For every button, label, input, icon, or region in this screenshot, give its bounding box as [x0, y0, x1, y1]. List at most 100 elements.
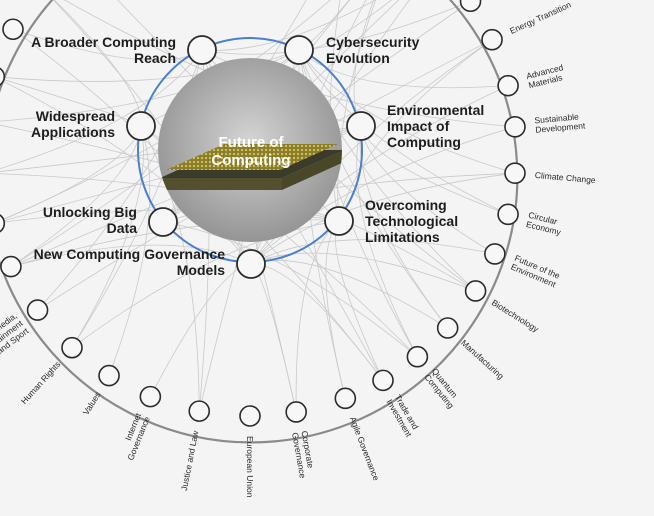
- outer-topic-node[interactable]: [285, 401, 307, 423]
- outer-topic-node[interactable]: [504, 162, 526, 184]
- inner-topic-label: Evolution: [326, 50, 390, 66]
- inner-topic-label: Reach: [134, 50, 176, 66]
- connection-line: [359, 125, 448, 329]
- center-title-line1: Future of: [219, 134, 285, 151]
- connection-line: [162, 221, 418, 358]
- connection-line: [0, 49, 203, 170]
- connection-line: [295, 220, 340, 412]
- inner-topic-label: A Broader Computing: [31, 34, 176, 50]
- outer-topic-node[interactable]: [26, 299, 49, 321]
- outer-topic-biotechnology[interactable]: Biotechnology: [464, 280, 542, 335]
- connection-line: [140, 125, 200, 412]
- outer-topic-node[interactable]: [436, 317, 459, 339]
- inner-topic-label: Computing: [387, 134, 461, 150]
- inner-topic-label: Technological: [365, 213, 458, 229]
- outer-topic-justice-and-law[interactable]: Justice and Law: [179, 400, 211, 492]
- outer-topic-label: Values: [81, 390, 103, 417]
- connection-line: [250, 263, 384, 381]
- connection-line: [201, 0, 376, 51]
- outer-topic-node[interactable]: [188, 400, 211, 422]
- outer-topic-node[interactable]: [484, 243, 506, 265]
- outer-topic-label: Human Rights: [19, 359, 62, 406]
- inner-topic-node[interactable]: [284, 35, 314, 65]
- inner-topic-node[interactable]: [187, 35, 217, 65]
- outer-topic-node[interactable]: [239, 405, 261, 427]
- outer-ring: [0, 0, 519, 444]
- outer-topic-node[interactable]: [372, 369, 394, 392]
- outer-topic-label: Biotechnology: [490, 297, 541, 334]
- outer-topic-node[interactable]: [0, 213, 6, 233]
- outer-topic-human-rights[interactable]: Human Rights: [19, 336, 83, 406]
- outer-topic-node[interactable]: [497, 74, 519, 97]
- outer-topic-climate-change[interactable]: Climate Change: [504, 162, 596, 185]
- inner-topic-node[interactable]: [236, 249, 266, 279]
- outer-topic-node[interactable]: [0, 67, 6, 87]
- connection-line: [201, 0, 471, 55]
- outer-topic-node[interactable]: [497, 203, 519, 226]
- outer-topic-node[interactable]: [481, 28, 503, 51]
- inner-topic-label: Cybersecurity: [326, 34, 420, 50]
- inner-topic-label: Data: [107, 220, 138, 236]
- outer-topic-agile-governance[interactable]: Agile Governance: [334, 387, 382, 482]
- inner-topic-node[interactable]: [148, 207, 178, 237]
- outer-topic-european-union[interactable]: European Union: [239, 405, 261, 498]
- outer-topic-unlabeled-23[interactable]: [0, 213, 6, 233]
- connection-line: [71, 125, 144, 348]
- outer-topic-unlabeled-27[interactable]: [2, 18, 24, 41]
- outer-topic-energy-transition[interactable]: Energy Transition: [481, 0, 573, 51]
- connection-line: [298, 49, 476, 292]
- outer-topic-node[interactable]: [464, 280, 487, 302]
- connection-line: [298, 49, 509, 215]
- inner-topic-label: New Computing Governance: [34, 246, 226, 262]
- inner-topic-node[interactable]: [346, 111, 376, 141]
- inner-topic-label: Environmental: [387, 102, 484, 118]
- outer-topic-label: Climate Change: [534, 170, 596, 185]
- outer-topic-node[interactable]: [459, 0, 482, 13]
- connection-line: [298, 49, 509, 89]
- outer-topic-node[interactable]: [98, 364, 120, 387]
- connection-line: [250, 263, 297, 413]
- outer-topic-manufacturing[interactable]: Manufacturing: [436, 317, 506, 381]
- connection-line: [71, 220, 340, 348]
- outer-topic-label: Development: [535, 120, 586, 134]
- inner-topic-node[interactable]: [324, 206, 354, 236]
- outer-topic-node[interactable]: [61, 336, 83, 359]
- outer-topic-values[interactable]: Values: [81, 364, 120, 417]
- inner-topic-label: Widespread: [36, 108, 115, 124]
- connection-line: [337, 0, 377, 222]
- outer-topic-node[interactable]: [406, 345, 429, 368]
- inner-topic-node[interactable]: [126, 111, 156, 141]
- connection-line: [150, 263, 252, 397]
- outer-topic-node[interactable]: [2, 18, 24, 41]
- outer-topic-node[interactable]: [0, 255, 22, 278]
- inner-topic-label: Impact of: [387, 118, 450, 134]
- outer-topic-node[interactable]: [334, 387, 357, 410]
- outer-topic-node[interactable]: [139, 385, 162, 408]
- connection-line: [10, 244, 252, 267]
- outer-topic-node[interactable]: [504, 116, 526, 138]
- inner-topic-label: Applications: [31, 124, 115, 140]
- outer-topic-internet-of-things[interactable]: Internet ofThings: [0, 255, 22, 296]
- outer-topic-label: Sustainable: [534, 111, 579, 125]
- outer-topic-label: Agile Governance: [348, 415, 382, 482]
- outer-topic-label: European Union: [245, 436, 255, 498]
- inner-topic-label: Unlocking Big: [43, 204, 137, 220]
- outer-topic-unlabeled-26[interactable]: [0, 67, 6, 87]
- outer-topic-artificial-intelligence[interactable]: ArtificialIntelligence: [459, 0, 529, 13]
